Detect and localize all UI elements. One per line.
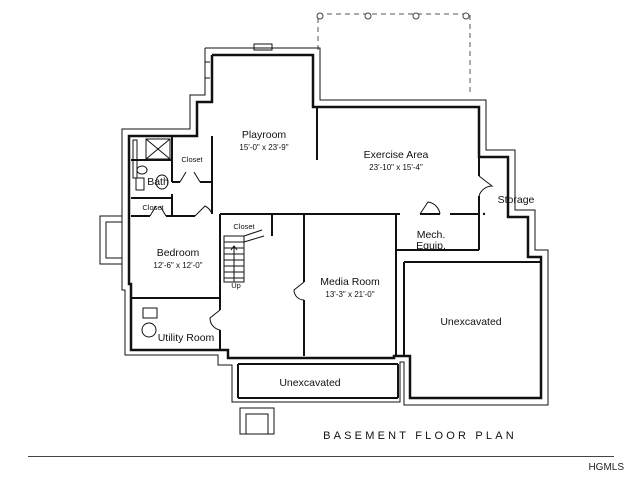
unexcavated-right-label: Unexcavated [440,316,501,328]
storage-label: Storage [498,194,535,206]
exterior-walls [121,47,549,406]
utility-room-label: Utility Room [158,332,215,344]
deck-outline [317,13,471,96]
source-credit: HGMLS [588,462,624,473]
door-swings [149,171,494,331]
unexcavated-bottom-label: Unexcavated [279,377,340,389]
stair-up-label: Up [231,281,241,290]
media-room-label: Media Room [320,276,380,288]
deck-posts [316,12,470,20]
mech-label-2: Equip. [416,240,446,252]
stair-treads [223,229,265,283]
closet-bed-label: Closet [142,203,164,212]
bedroom-size: 12'-6" x 12'-0" [153,261,202,270]
mech-label-1: Mech. [417,229,446,241]
bath-fixtures [135,138,171,191]
bedroom-label: Bedroom [157,247,200,259]
interior-walls [131,107,541,399]
divider-line [28,456,614,457]
bath-label: Bath [147,176,169,188]
utility-fixtures [141,307,158,338]
closet-stair-label: Closet [233,222,255,231]
playroom-size: 15'-0" x 23'-9" [239,143,288,152]
window-bumps [99,43,275,435]
exercise-label: Exercise Area [364,149,429,161]
exercise-size: 23'-10" x 15'-4" [369,163,423,172]
plan-title: BASEMENT FLOOR PLAN [323,430,517,442]
playroom-label: Playroom [242,129,287,141]
storage-marker [482,212,486,216]
media-room-size: 13'-3" x 21'-0" [325,290,374,299]
closet-bath-label: Closet [181,155,203,164]
